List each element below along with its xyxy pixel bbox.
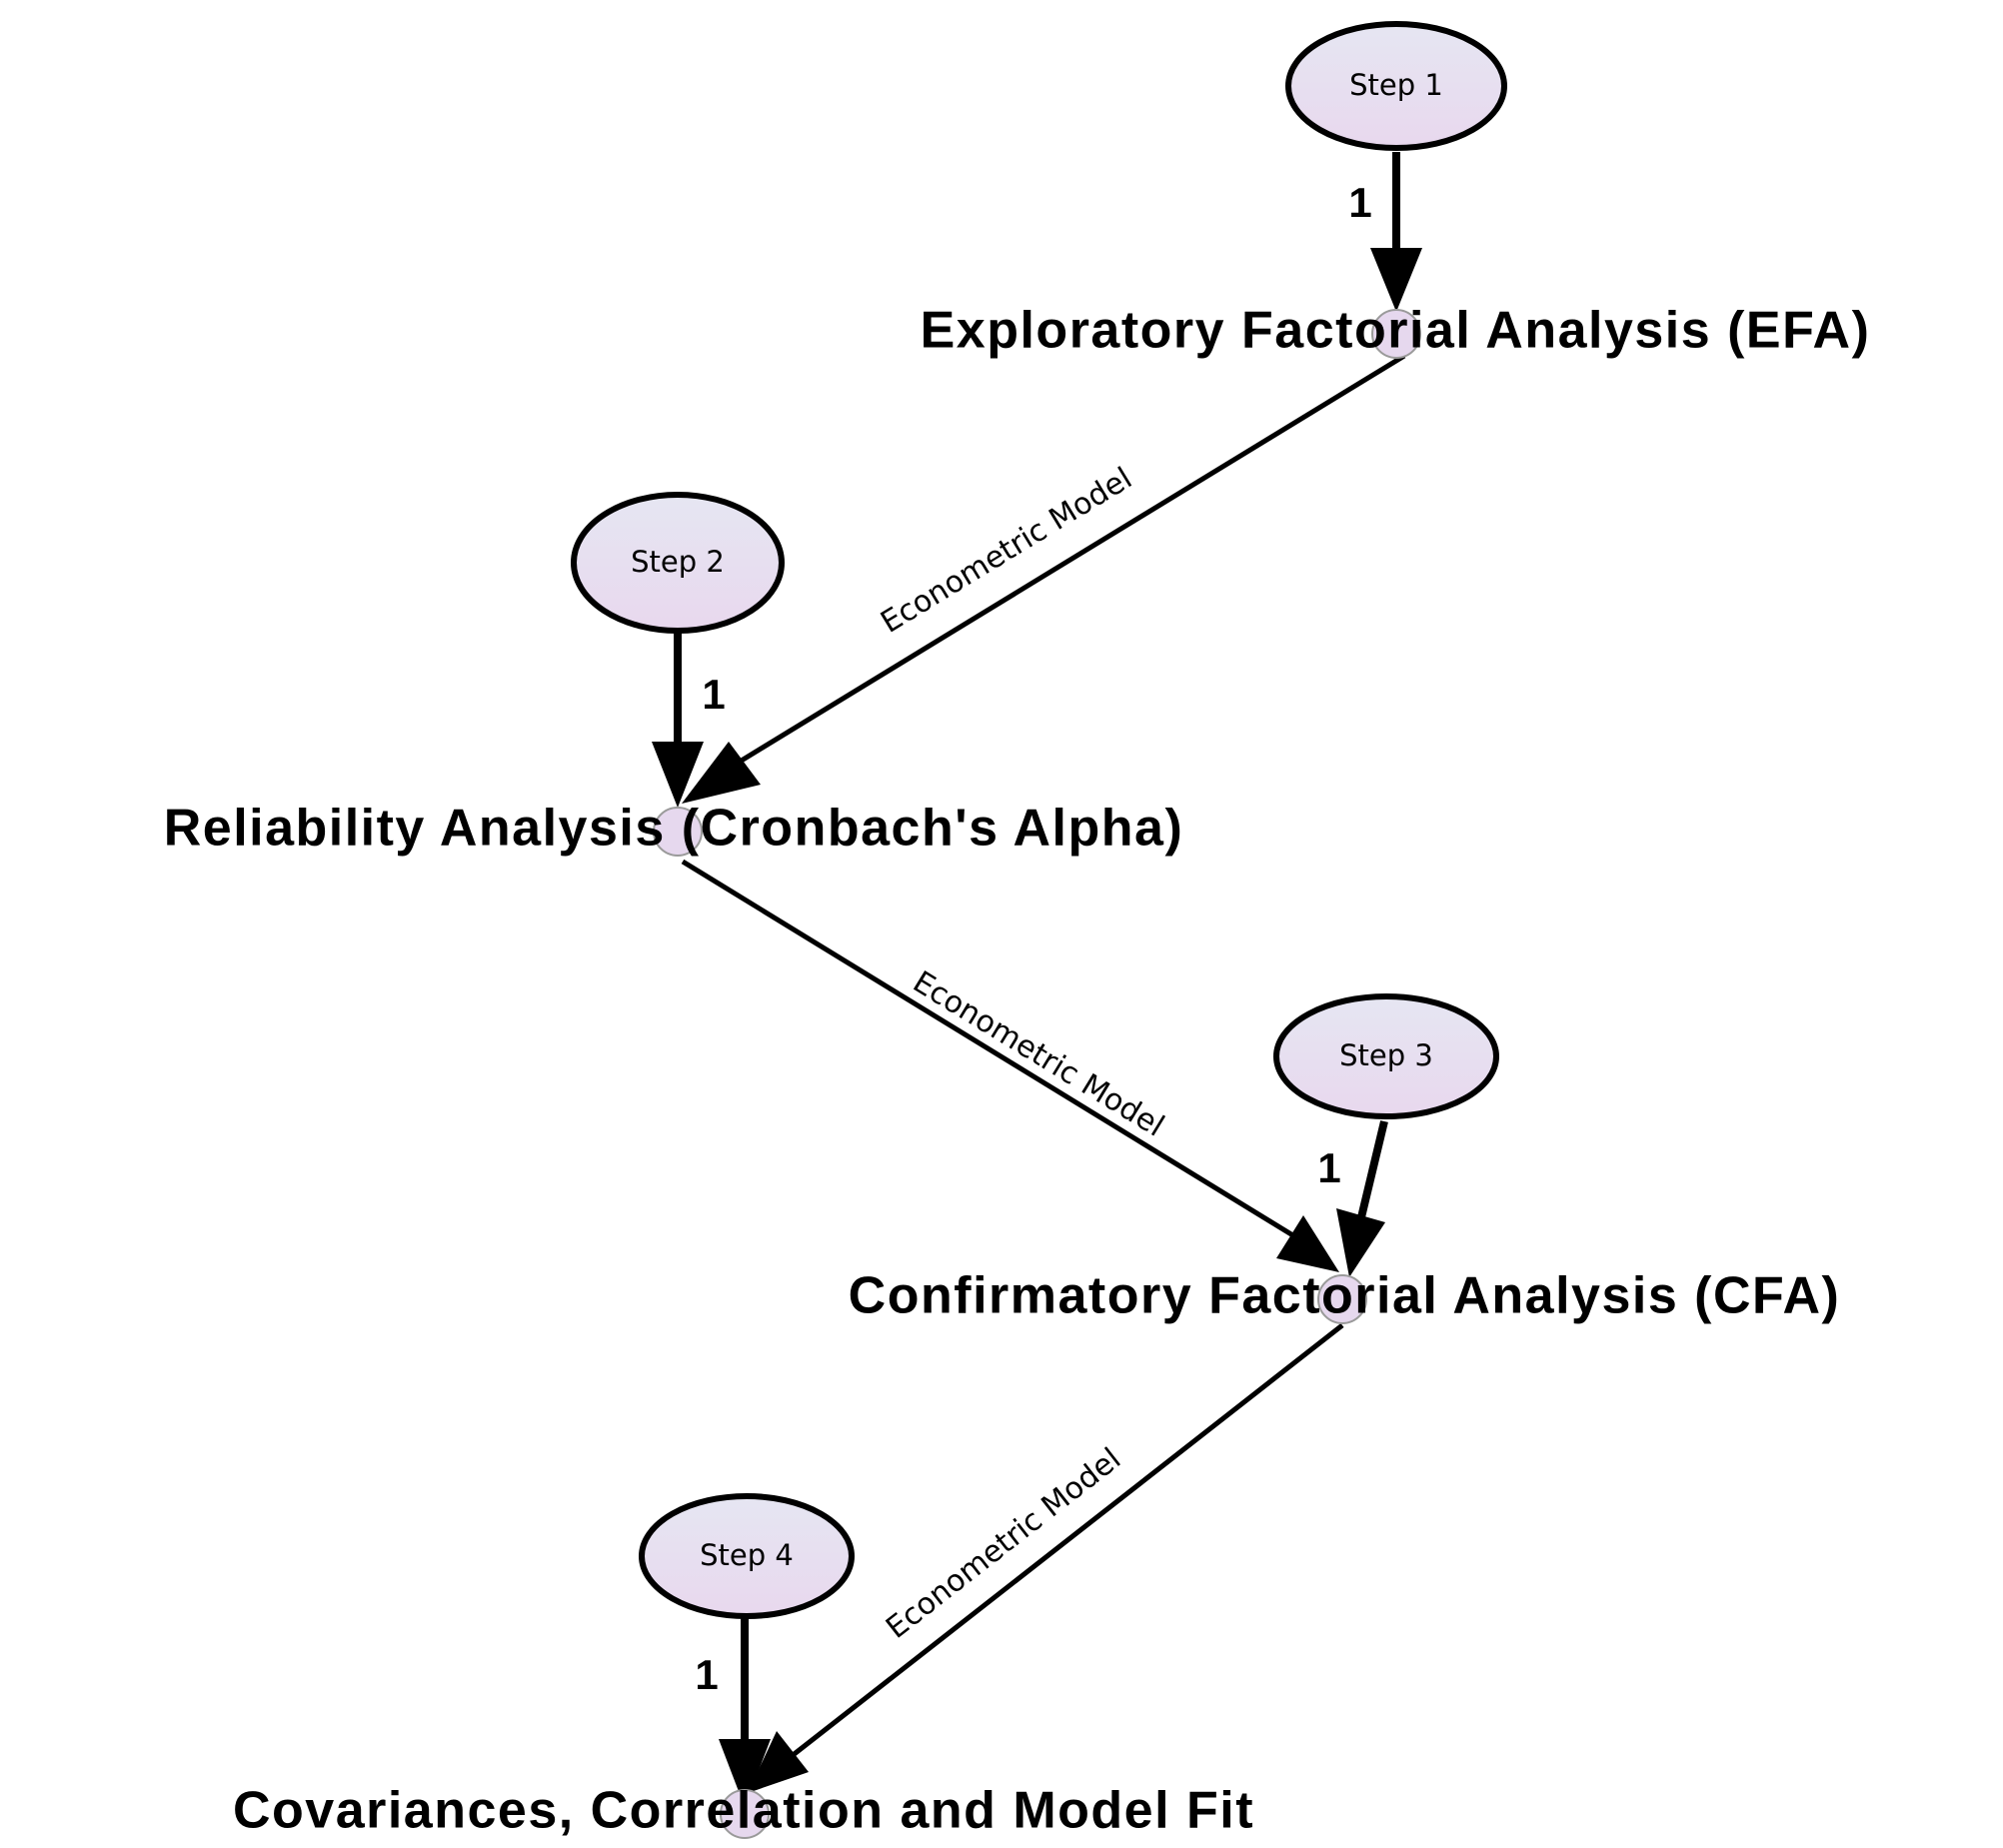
cfa-to-covariances-arrowhead: [748, 1731, 809, 1793]
step-2-label: Step 2: [631, 545, 725, 579]
step-1-ellipse: [1285, 21, 1507, 151]
cfa-to-covariances-arrow-shaft: [790, 1323, 1344, 1758]
step-3-label: Step 3: [1339, 1038, 1433, 1072]
cfa-label: Confirmatory Factorial Analysis (CFA): [849, 1267, 1841, 1325]
link-label-1: Econometric Model: [875, 461, 1138, 641]
step-2-node[interactable]: Step 2: [571, 492, 785, 634]
reliability-node[interactable]: Reliability Analysis (Cronbach's Alpha): [164, 800, 1184, 858]
step-3-node[interactable]: Step 3: [1273, 993, 1499, 1119]
covariances-label: Covariances, Correlation and Model Fit: [233, 1782, 1254, 1840]
efa-label: Exploratory Factorial Analysis (EFA): [921, 302, 1871, 360]
reliability-to-cfa-arrow-shaft: [681, 859, 1306, 1245]
step-4-arrowhead: [719, 1739, 771, 1807]
efa-to-reliability-arrow-shaft: [738, 353, 1406, 765]
efa-node[interactable]: Exploratory Factorial Analysis (EFA): [921, 302, 1871, 360]
step-1-arrowhead: [1370, 248, 1422, 312]
step-1-weight: 1: [1348, 179, 1371, 226]
step-2-arrowhead: [652, 742, 704, 808]
step-2-ellipse: [571, 492, 785, 634]
step-arrows: [652, 152, 1422, 1807]
econometric-arrows: [681, 353, 1406, 1793]
cfa-node-dot: [1317, 1274, 1367, 1324]
link-label-2: Econometric Model: [907, 964, 1170, 1144]
step-4-ellipse: [639, 1493, 855, 1619]
step-3-arrow-shaft: [1357, 1120, 1388, 1218]
step-3-ellipse: [1273, 993, 1499, 1119]
reliability-label: Reliability Analysis (Cronbach's Alpha): [164, 800, 1184, 858]
step-3-weight: 1: [1317, 1144, 1340, 1191]
step-1-label: Step 1: [1349, 68, 1443, 102]
step-2-weight: 1: [702, 671, 725, 718]
step-4-weight: 1: [695, 1651, 718, 1698]
step-4-label: Step 4: [700, 1538, 794, 1572]
cfa-node[interactable]: Confirmatory Factorial Analysis (CFA): [849, 1267, 1841, 1325]
reliability-node-dot: [653, 807, 703, 857]
efa-node-dot: [1371, 309, 1421, 359]
efa-to-reliability-arrowhead: [682, 742, 761, 804]
step-3-arrowhead: [1336, 1208, 1385, 1277]
link-label-3: Econometric Model: [880, 1441, 1127, 1646]
step-1-node[interactable]: Step 1: [1285, 21, 1507, 151]
step-4-node[interactable]: Step 4: [639, 1493, 855, 1619]
reliability-to-cfa-arrowhead: [1276, 1215, 1339, 1272]
covariances-node-dot: [720, 1789, 770, 1839]
covariances-node[interactable]: Covariances, Correlation and Model Fit: [233, 1782, 1254, 1840]
